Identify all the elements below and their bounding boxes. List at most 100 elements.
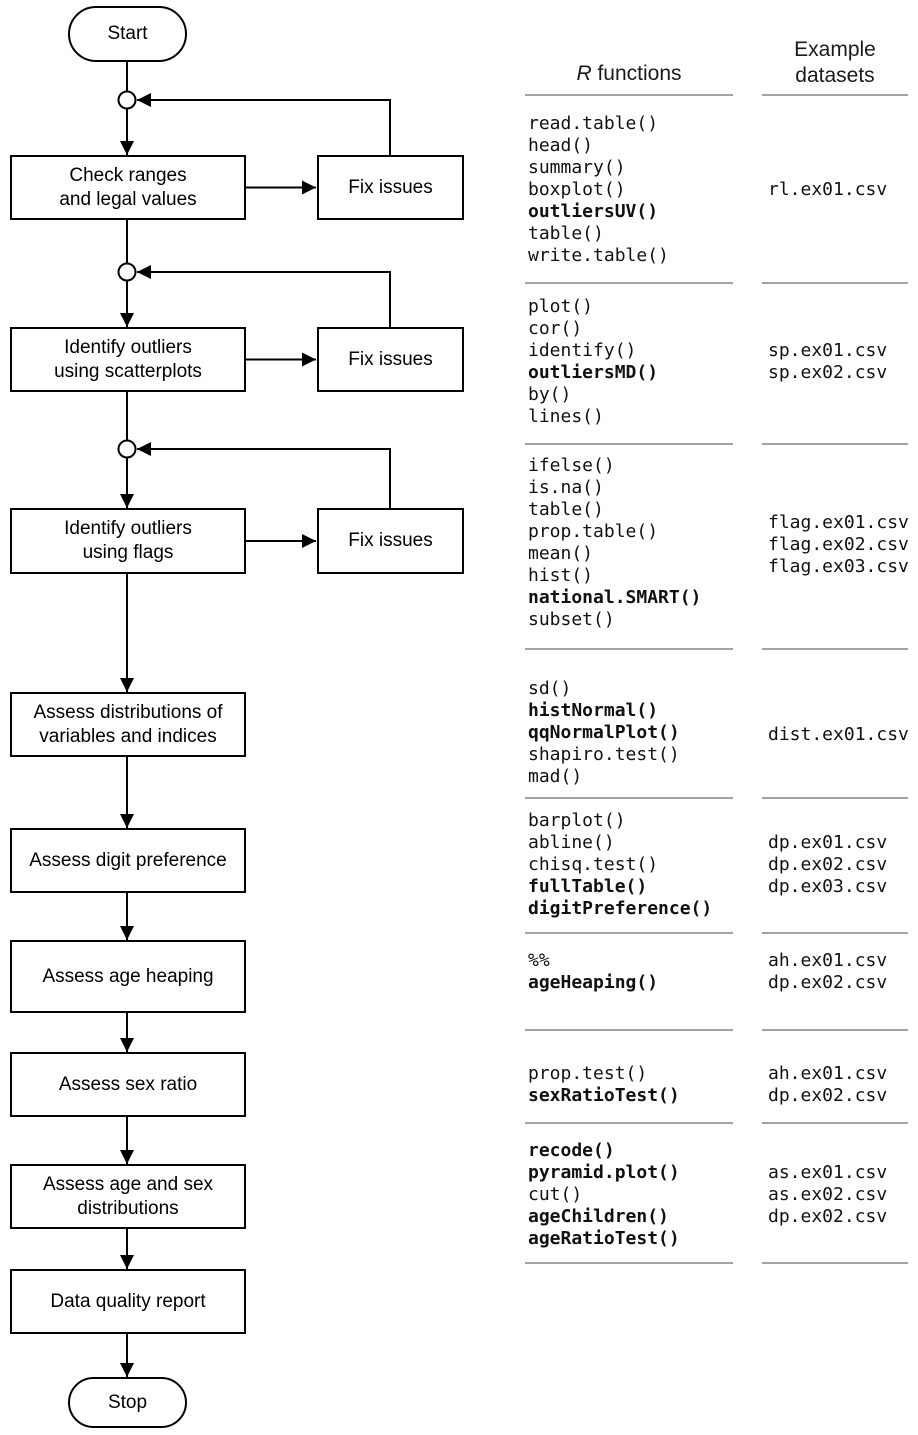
r-function-name: %%: [528, 950, 550, 971]
node-label: Identify outliers: [64, 336, 192, 358]
r-function-name: prop.table(): [528, 521, 659, 542]
dataset-filename: as.ex01.csv: [768, 1162, 888, 1183]
r-function-name: ifelse(): [528, 455, 615, 476]
r-functions-section-1: read.table()head()summary()boxplot()outl…: [528, 113, 669, 267]
node-age-sex-distributions: Assess age and sex distributions: [10, 1164, 246, 1229]
r-function-name: sexRatioTest(): [528, 1085, 680, 1106]
node-label: variables and indices: [39, 725, 217, 747]
datasets-section-1: rl.ex01.csv: [768, 179, 887, 201]
node-label: Assess age and sex: [42, 1173, 214, 1195]
node-start: Start: [68, 6, 187, 62]
r-function-name: histNormal(): [528, 700, 659, 721]
dataset-filename: flag.ex02.csv: [768, 534, 909, 555]
node-label: Assess age heaping: [42, 965, 214, 987]
separator-line: [762, 94, 908, 96]
node-age-heaping: Assess age heaping: [10, 940, 246, 1013]
r-function-name: sd(): [528, 678, 572, 699]
r-functions-section-3: ifelse()is.na()table()prop.table()mean()…: [528, 455, 701, 631]
r-function-name: qqNormalPlot(): [528, 722, 680, 743]
node-fix-issues-3: Fix issues: [317, 508, 464, 574]
r-function-name: prop.test(): [528, 1063, 648, 1084]
node-label: distributions: [77, 1197, 179, 1219]
node-assess-distributions: Assess distributions of variables and in…: [10, 692, 246, 757]
r-functions-header-rest: functions: [591, 62, 682, 85]
r-function-name: ageHeaping(): [528, 972, 659, 993]
r-function-name: digitPreference(): [528, 898, 713, 919]
r-function-name: read.table(): [528, 113, 659, 134]
r-function-name: ageRatioTest(): [528, 1228, 680, 1249]
r-functions-header-italic: R: [576, 62, 592, 85]
r-functions-section-7: prop.test()sexRatioTest(): [528, 1063, 680, 1107]
node-label: Fix issues: [348, 176, 433, 198]
separator-line: [525, 1262, 733, 1264]
dataset-filename: sp.ex02.csv: [768, 362, 888, 383]
r-function-name: table(): [528, 499, 604, 520]
r-function-name: hist(): [528, 565, 594, 586]
dataset-filename: flag.ex01.csv: [768, 512, 909, 533]
separator-line: [525, 282, 733, 284]
r-function-name: chisq.test(): [528, 854, 659, 875]
r-function-name: outliersUV(): [528, 201, 659, 222]
r-function-name: head(): [528, 135, 594, 156]
datasets-section-4: dist.ex01.csv: [768, 724, 909, 746]
r-function-name: by(): [528, 384, 572, 405]
junction-circle-3: [117, 439, 137, 459]
separator-line: [525, 648, 733, 650]
separator-line: [762, 282, 908, 284]
example-datasets-header-line2: datasets: [795, 64, 875, 87]
separator-line: [762, 1122, 908, 1124]
r-function-name: lines(): [528, 406, 604, 427]
dataset-filename: dp.ex03.csv: [768, 876, 888, 897]
separator-line: [762, 1029, 908, 1031]
node-stop: Stop: [68, 1377, 187, 1428]
junction-circle-2: [117, 262, 137, 282]
separator-line: [525, 1029, 733, 1031]
r-function-name: fullTable(): [528, 876, 648, 897]
r-functions-section-6: %%ageHeaping(): [528, 950, 658, 994]
separator-line: [525, 932, 733, 934]
dataset-filename: dp.ex02.csv: [768, 972, 888, 993]
r-functions-section-2: plot()cor()identify()outliersMD()by()lin…: [528, 296, 658, 428]
r-function-name: table(): [528, 223, 604, 244]
node-outliers-flags: Identify outliers using flags: [10, 508, 246, 574]
edge-fix3-feedback: [137, 442, 391, 508]
example-datasets-header-line1: Example: [794, 38, 876, 61]
r-function-name: write.table(): [528, 245, 669, 266]
dataset-filename: ah.ex01.csv: [768, 1063, 888, 1084]
node-label: Assess sex ratio: [58, 1073, 198, 1095]
dataset-filename: dp.ex01.csv: [768, 832, 888, 853]
separator-line: [525, 443, 733, 445]
separator-line: [762, 1262, 908, 1264]
r-function-name: summary(): [528, 157, 626, 178]
node-label: Data quality report: [50, 1290, 206, 1312]
r-function-name: national.SMART(): [528, 587, 702, 608]
separator-line: [762, 648, 908, 650]
r-function-name: cut(): [528, 1184, 583, 1205]
node-label: Stop: [107, 1391, 148, 1413]
node-digit-preference: Assess digit preference: [10, 828, 246, 893]
r-function-name: subset(): [528, 609, 615, 630]
node-label: Identify outliers: [64, 518, 192, 539]
node-fix-issues-2: Fix issues: [317, 327, 464, 392]
dataset-filename: sp.ex01.csv: [768, 340, 888, 361]
node-label: using scatterplots: [54, 360, 202, 382]
dataset-filename: dp.ex02.csv: [768, 854, 888, 875]
separator-line: [762, 932, 908, 934]
r-functions-header: R functions: [525, 61, 733, 87]
separator-line: [525, 1122, 733, 1124]
node-label: using flags: [82, 542, 174, 563]
r-functions-section-5: barplot()abline()chisq.test()fullTable()…: [528, 810, 712, 920]
separator-line: [762, 443, 908, 445]
dataset-filename: dp.ex02.csv: [768, 1085, 888, 1106]
dataset-filename: as.ex02.csv: [768, 1184, 888, 1205]
separator-line: [762, 797, 908, 799]
dataset-filename: dp.ex02.csv: [768, 1206, 888, 1227]
dataset-filename: dist.ex01.csv: [768, 724, 909, 745]
dataset-filename: rl.ex01.csv: [768, 179, 888, 200]
node-label: Assess digit preference: [29, 849, 227, 871]
